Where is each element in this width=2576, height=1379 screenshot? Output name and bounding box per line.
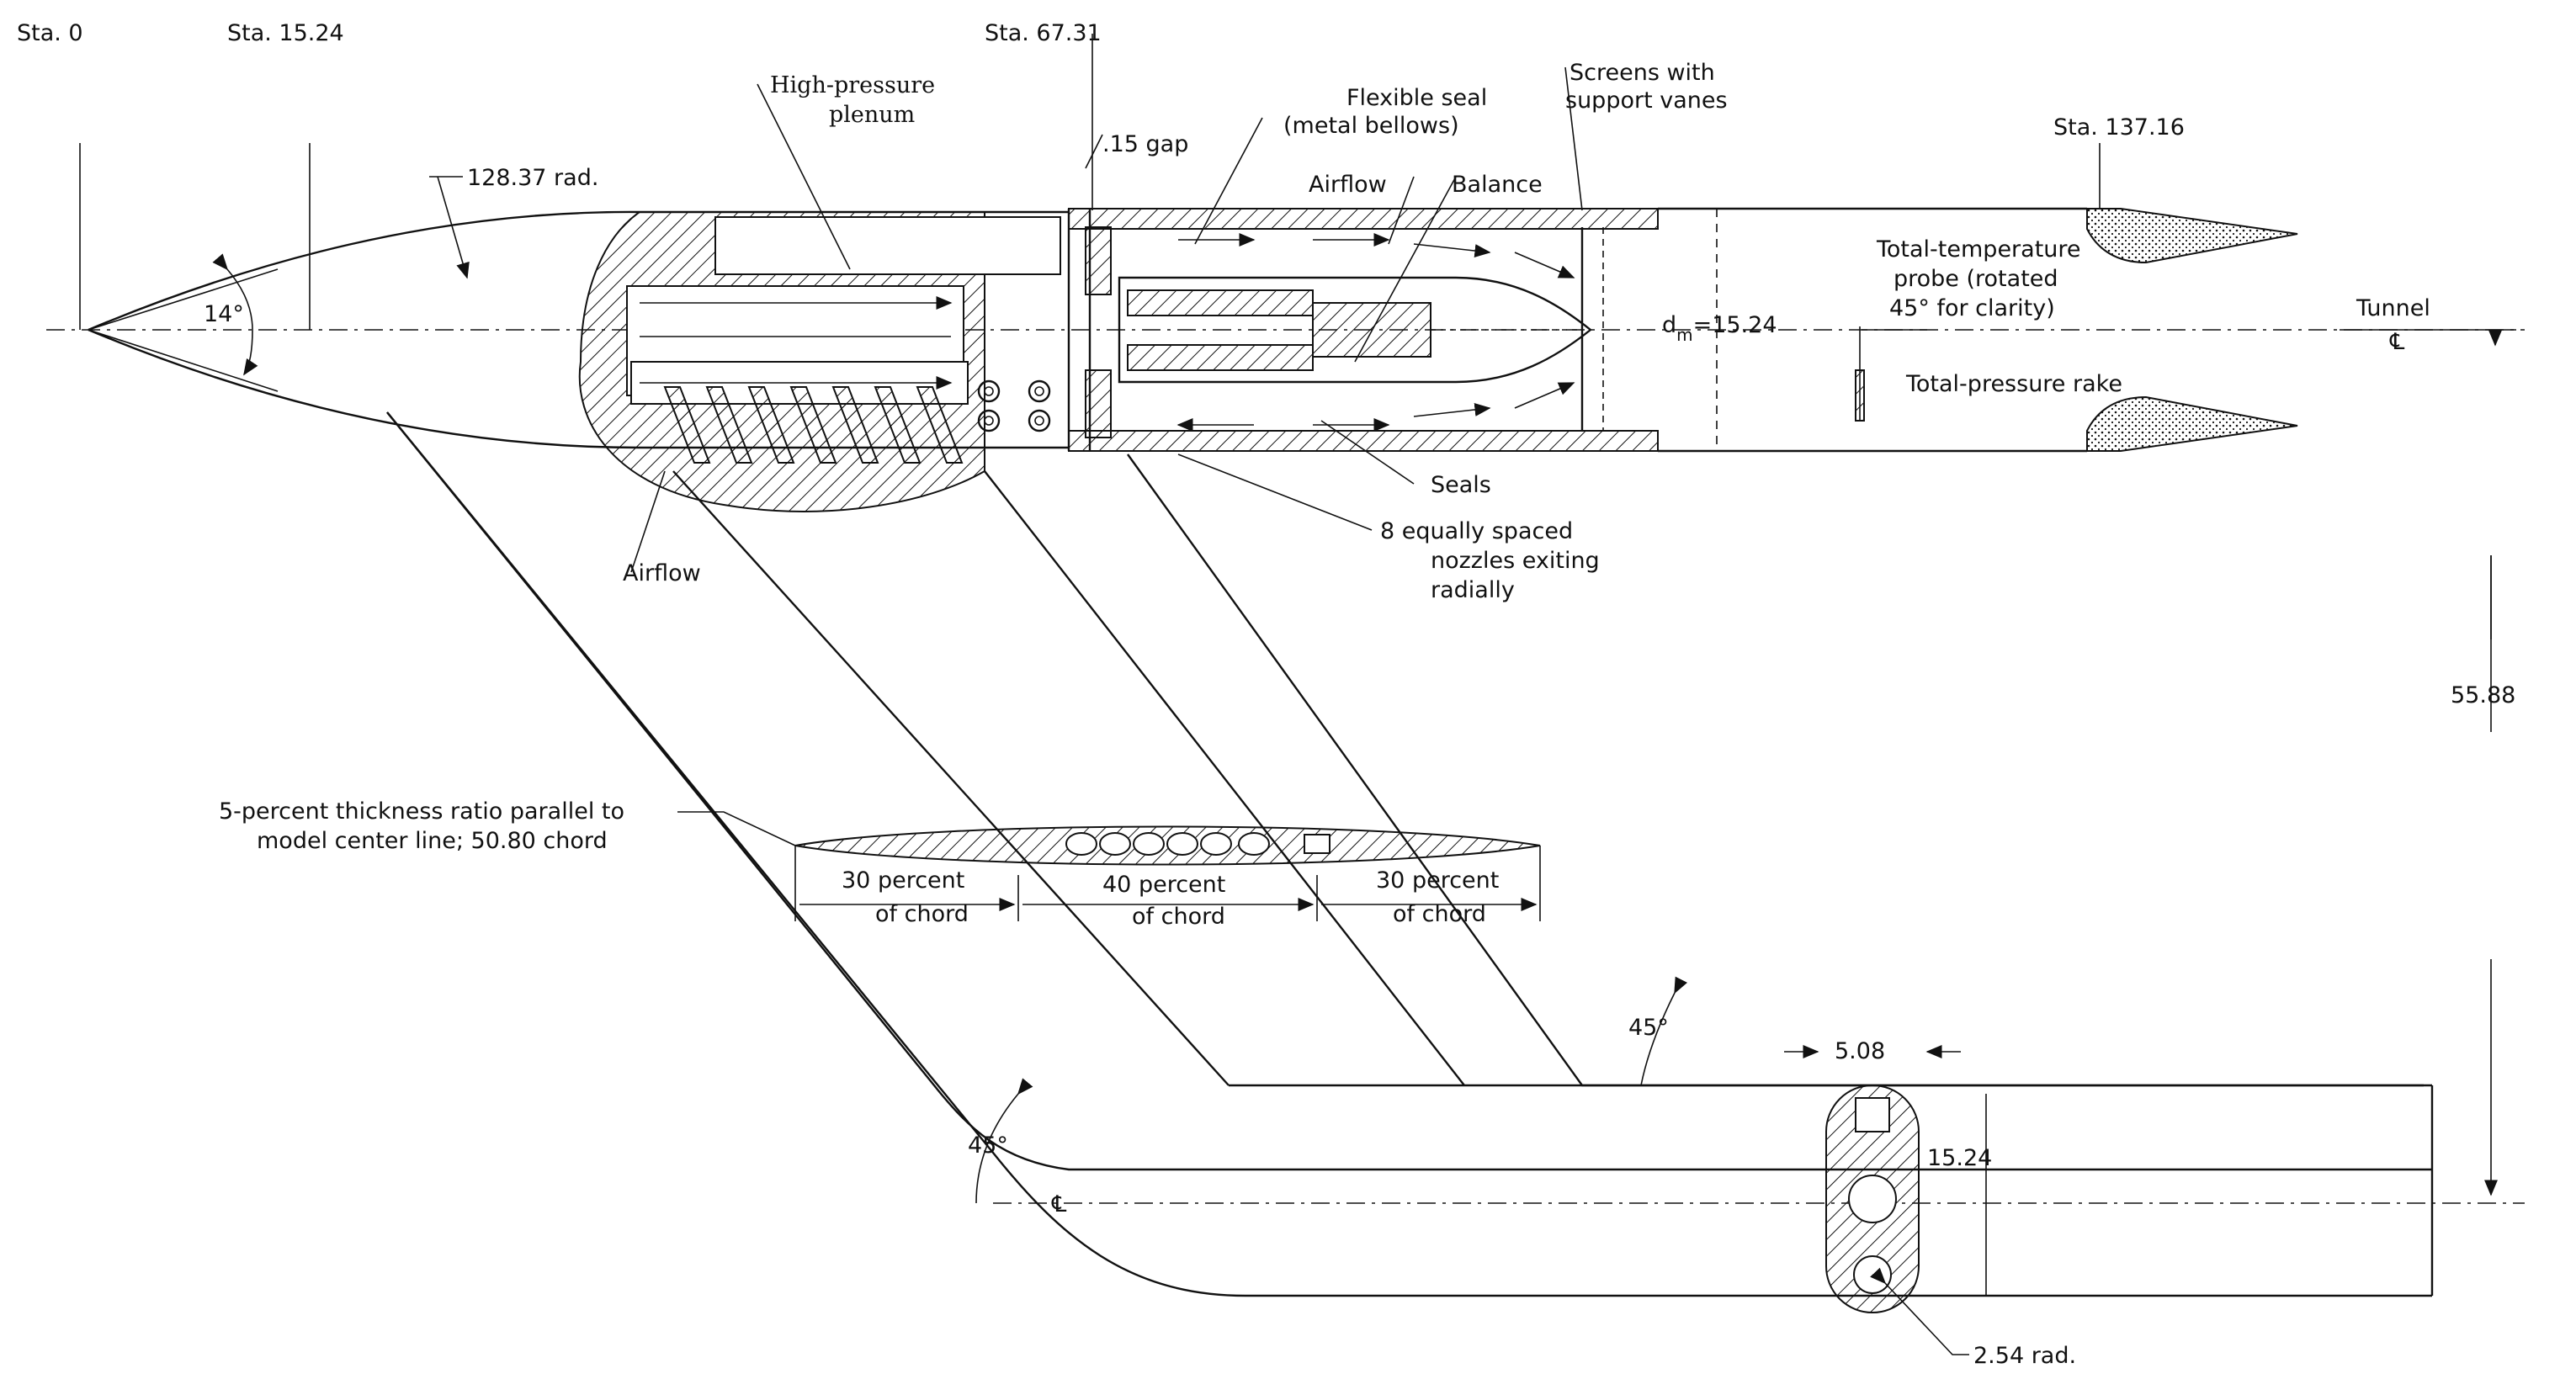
gap-label: .15 gap [1102,131,1188,157]
total-temperature-probe-label-2: probe (rotated [1893,266,2058,292]
chord-30a-label-1: 30 percent [842,867,964,894]
plenum-assembly [578,211,1061,512]
dimension-1524-label: 15.24 [1927,1145,1992,1171]
chord-40-label-2: of chord [1132,904,1225,930]
chord-30a-label-2: of chord [875,901,969,927]
airflow-arrows [1176,233,1575,432]
wing-section-label-1: 5-percent thickness ratio parallel to [219,798,624,825]
strut-cross-section [1784,1045,1987,1355]
model-diameter-label: dm=15.24 [1662,312,1777,345]
screens-label: Screens with [1570,60,1715,86]
nose-angle-indicator [88,253,279,392]
chord-30b-label-1: 30 percent [1376,867,1499,894]
airflow-top-label: Airflow [1309,172,1387,198]
plenum-label: plenum [829,102,915,128]
balance-label: Balance [1452,172,1543,198]
airflow-left-label: Airflow [623,560,701,586]
flexible-seal-label: Flexible seal [1346,85,1487,111]
tunnel-centerline-marker [2340,329,2516,1196]
radius-leader [429,176,467,278]
tunnel-centerline-symbol: ℄ [2389,329,2405,355]
total-pressure-rake-label: Total-pressure rake [1905,371,2122,397]
leader-lines [630,66,2492,639]
angle-45-lower-label: 45° [968,1132,1008,1159]
radial-nozzles [663,386,964,464]
chord-30b-label-2: of chord [1393,901,1486,927]
angle-arc-lower [975,1078,1033,1204]
support-vanes-label: support vanes [1565,88,1728,114]
screens [1580,227,1604,431]
nozzles-label-3: radially [1431,577,1515,603]
station-137-label: Sta. 137.16 [2053,114,2185,141]
station-15-label: Sta. 15.24 [227,20,344,46]
metal-bellows-label: (metal bellows) [1283,113,1459,139]
nozzles-label-1: 8 equally spaced [1380,518,1573,544]
nose-angle-label: 14° [204,301,244,327]
total-temperature-probe-label-1: Total-temperature [1876,236,2081,263]
station-67-label: Sta. 67.31 [985,20,1102,46]
seals-label: Seals [1431,472,1491,498]
nozzles-label-2: nozzles exiting [1431,548,1600,574]
nose-cone [79,34,1093,449]
radius-12837-label: 128.37 rad. [467,165,598,191]
radius-254-label: 2.54 rad. [1973,1343,2076,1369]
tunnel-label: Tunnel [2356,295,2430,321]
balance [1118,276,1592,384]
high-pressure-label: High-pressure [770,72,935,98]
angle-arc-upper [1640,976,1688,1086]
station-0-label: Sta. 0 [17,20,83,46]
bolt-pattern [977,379,1051,432]
airfoil-section [677,811,1541,921]
afterbody-shell [1067,208,1659,452]
angle-45-upper-label: 45° [1628,1015,1669,1041]
dimension-5588-label: 55.88 [2451,682,2515,708]
total-temperature-probe-label-3: 45° for clarity) [1889,295,2055,321]
exhaust-nozzle [1658,143,2298,453]
dimension-508-label: 5.08 [1835,1038,1885,1064]
chord-40-label-1: 40 percent [1102,872,1225,898]
wing-section-label-2: model center line; 50.80 chord [257,828,608,854]
strut-centerline-symbol: ℄ [1051,1191,1067,1217]
